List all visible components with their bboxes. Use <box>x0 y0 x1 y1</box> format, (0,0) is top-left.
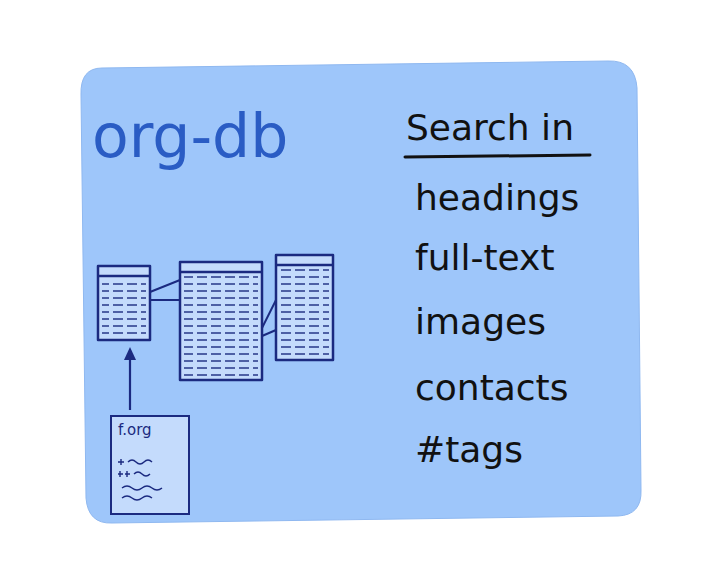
file-fill <box>110 415 190 515</box>
file-scribbles <box>118 459 162 500</box>
card-background <box>81 61 641 523</box>
list-heading: Search in <box>406 106 574 149</box>
list-item: full-text <box>415 236 555 279</box>
file-box: f.org <box>110 415 190 515</box>
list-item: images <box>415 300 546 343</box>
table-icon <box>98 255 333 380</box>
file-name: f.org <box>118 421 182 439</box>
import-arrow <box>124 347 136 410</box>
list-item: contacts <box>415 366 568 409</box>
underline <box>405 155 590 157</box>
list-item: headings <box>415 176 579 219</box>
title: org-db <box>92 100 288 172</box>
list-item: #tags <box>415 428 523 471</box>
